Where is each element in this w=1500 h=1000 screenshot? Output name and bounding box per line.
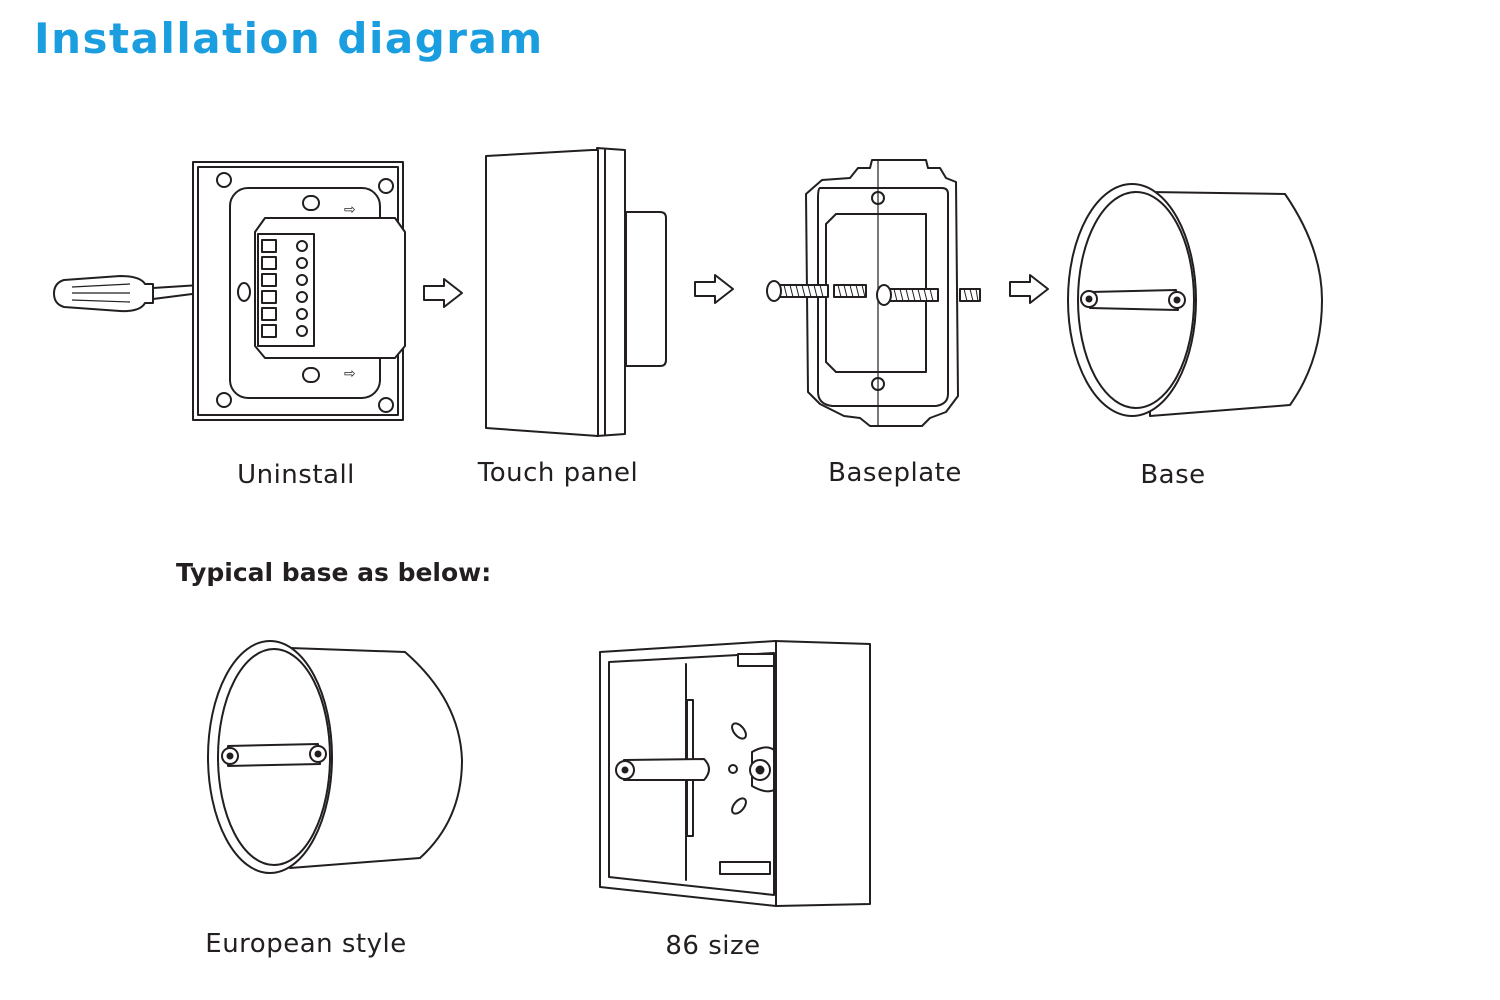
page-title: Installation diagram xyxy=(34,14,544,63)
step-label-uninstall: Uninstall xyxy=(237,460,355,490)
european-style-base xyxy=(208,641,462,873)
86-size-base xyxy=(600,641,870,906)
arrow-icon xyxy=(1010,275,1048,303)
screw-icon xyxy=(767,281,866,301)
screw-icon xyxy=(877,285,980,305)
svg-text:⇨: ⇨ xyxy=(344,202,356,218)
touch-panel xyxy=(486,148,666,436)
step-label-baseplate: Baseplate xyxy=(828,458,962,488)
svg-text:⇨: ⇨ xyxy=(344,366,356,382)
step-label-base: Base xyxy=(1140,460,1206,490)
screwdriver-icon xyxy=(54,276,205,311)
arrow-icon xyxy=(424,279,462,307)
arrow-icon xyxy=(695,275,733,303)
panel-back: ⇨ ⇨ xyxy=(193,162,405,420)
step-label-touch-panel: Touch panel xyxy=(477,458,639,488)
base-label-european-style: European style xyxy=(205,929,407,959)
base-label-86-size: 86 size xyxy=(665,931,761,961)
section-subtitle: Typical base as below: xyxy=(176,558,492,587)
round-base xyxy=(1068,184,1322,416)
